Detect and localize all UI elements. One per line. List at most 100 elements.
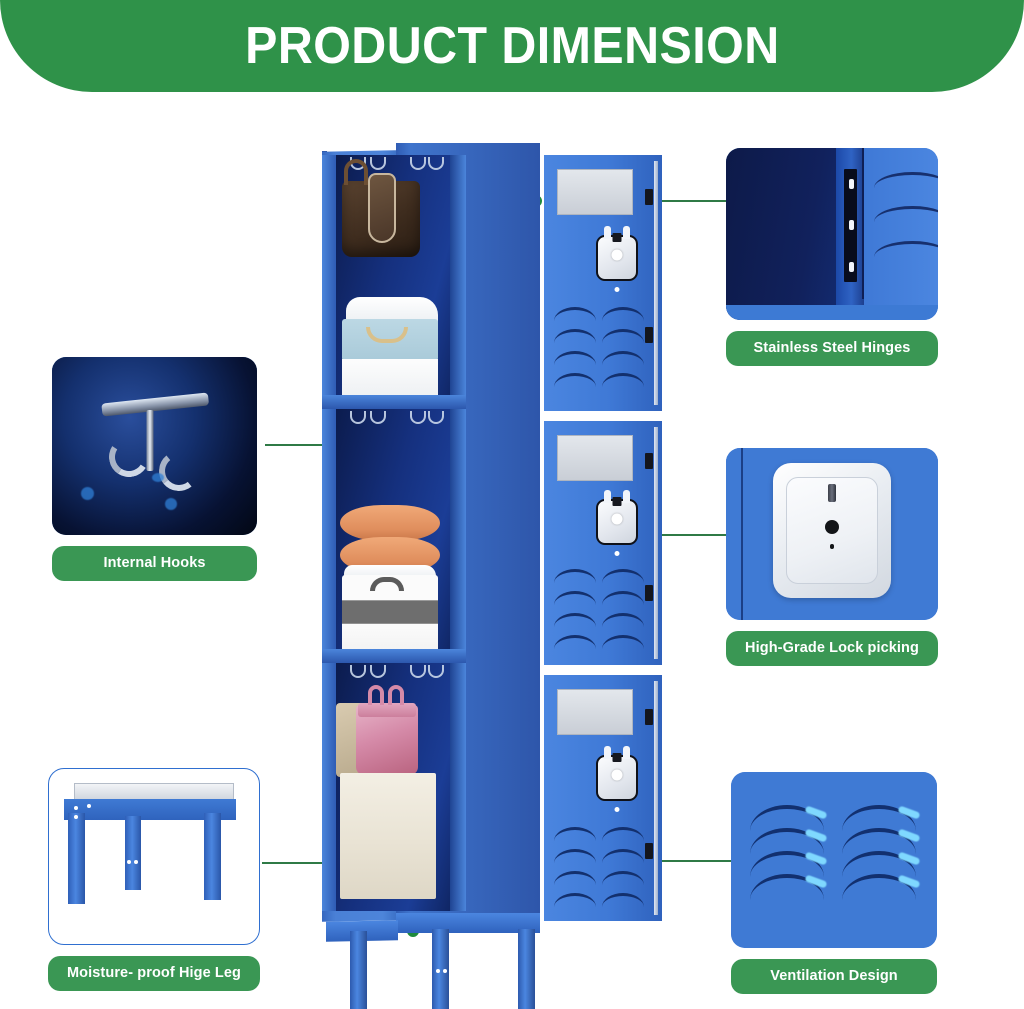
callout-label-hinges: Stainless Steel Hinges (726, 331, 938, 366)
vent-slot (602, 569, 644, 583)
callout-moisture-proof-leg: Moisture- proof Hige Leg (48, 768, 260, 991)
item-pink-bag-flap (358, 703, 416, 717)
leg-post-right (204, 812, 222, 901)
item-pink-bag-handle (388, 685, 404, 705)
vent-slot (602, 591, 644, 605)
ventilation-closeup-image (731, 772, 937, 948)
vent-slot (554, 871, 596, 885)
door-hinge-strip (654, 681, 658, 915)
internal-hook (350, 665, 366, 678)
shelf-divider-middle (322, 649, 466, 663)
lock-ear-right (623, 746, 630, 759)
compartment-middle (322, 409, 466, 655)
vent-slot (554, 307, 596, 321)
door-middle[interactable] (544, 421, 662, 665)
compartment-bottom (322, 663, 466, 911)
lock-ear-left (604, 746, 611, 759)
lock-latch-tab (612, 233, 622, 242)
lock-keyhole (611, 513, 623, 525)
door-lock[interactable] (596, 746, 638, 801)
lock-ear-left (604, 226, 611, 239)
internal-hook (370, 157, 386, 170)
callout-label-moisture-proof-leg: Moisture- proof Hige Leg (48, 956, 260, 991)
leg-frame-rail (63, 798, 236, 820)
internal-hook (370, 665, 386, 678)
vent-slot (602, 871, 644, 885)
hinge-block-icon (645, 709, 653, 725)
hinge-closeup-image (726, 148, 938, 320)
leg-post-center (124, 816, 142, 890)
callout-internal-hooks: Internal Hooks (52, 357, 257, 581)
locker-leg-front-right (518, 929, 535, 1009)
hinge-block-icon (645, 189, 653, 205)
hinge-block-icon (645, 843, 653, 859)
item-pink-bag-handle (368, 685, 384, 705)
internal-hook (428, 157, 444, 170)
locker-leg-front-left (350, 931, 367, 1009)
vent-slot (554, 849, 596, 863)
vent-slot (554, 351, 596, 365)
vent-slot (602, 849, 644, 863)
item-brown-bag-tag (368, 173, 396, 243)
door-lock[interactable] (596, 490, 638, 545)
hinge-block-icon (645, 585, 653, 601)
internal-hook (350, 411, 366, 424)
lock-mount-screw (614, 287, 620, 292)
item-pillow-upper (340, 505, 440, 541)
connector-line-lock (628, 534, 738, 536)
callout-high-grade-lock: High-Grade Lock picking (726, 448, 938, 666)
hook-post (146, 410, 154, 471)
callout-ventilation-design: Ventilation Design (731, 772, 937, 994)
vent-slot (602, 329, 644, 343)
vent-slot (602, 613, 644, 627)
vent-slot (554, 827, 596, 841)
internal-hook (410, 411, 426, 424)
page-title: PRODUCT DIMENSION (244, 17, 780, 75)
item-brown-handbag-handle (344, 159, 368, 185)
internal-hooks-closeup-image (52, 357, 257, 535)
vent-slot (602, 373, 644, 387)
door-name-card (557, 169, 633, 215)
locker-illustration (322, 143, 682, 1009)
door-lock[interactable] (596, 226, 638, 281)
vent-slot (602, 307, 644, 321)
door-hinge-strip (654, 427, 658, 659)
vent-slot (554, 591, 596, 605)
lock-latch-tab (612, 753, 622, 762)
hinge-block-icon (645, 327, 653, 343)
internal-hook (428, 411, 444, 424)
high-leg-closeup-image (48, 768, 260, 945)
door-hinge-strip (654, 161, 658, 405)
lock-ear-left (604, 490, 611, 503)
vent-slot (602, 827, 644, 841)
locker-base-rail (396, 913, 540, 933)
callout-label-internal-hooks: Internal Hooks (52, 546, 257, 581)
internal-hook (428, 665, 444, 678)
callout-label-ventilation: Ventilation Design (731, 959, 937, 994)
door-top[interactable] (544, 155, 662, 411)
header-banner: PRODUCT DIMENSION (0, 0, 1024, 92)
vent-slot (554, 329, 596, 343)
lock-mount-screw (614, 807, 620, 812)
item-cream-box (340, 773, 436, 899)
door-bottom[interactable] (544, 675, 662, 921)
shelf-divider-top (322, 395, 466, 409)
lock-keyhole (611, 249, 623, 261)
compartment-top (322, 155, 466, 401)
internal-hook (370, 411, 386, 424)
internal-hook (410, 157, 426, 170)
lock-ear-right (623, 226, 630, 239)
item-basket-base (342, 359, 438, 401)
hinge-block-icon (645, 453, 653, 469)
vent-slot (554, 635, 596, 649)
lock-latch-tab (612, 497, 622, 506)
lock-ear-right (623, 490, 630, 503)
door-name-card (557, 435, 633, 481)
door-name-card (557, 689, 633, 735)
callout-stainless-steel-hinges: Stainless Steel Hinges (726, 148, 938, 366)
vent-slot (602, 893, 644, 907)
lock-closeup-image (726, 448, 938, 620)
locker-leg-center (432, 929, 449, 1009)
vent-slot (554, 569, 596, 583)
